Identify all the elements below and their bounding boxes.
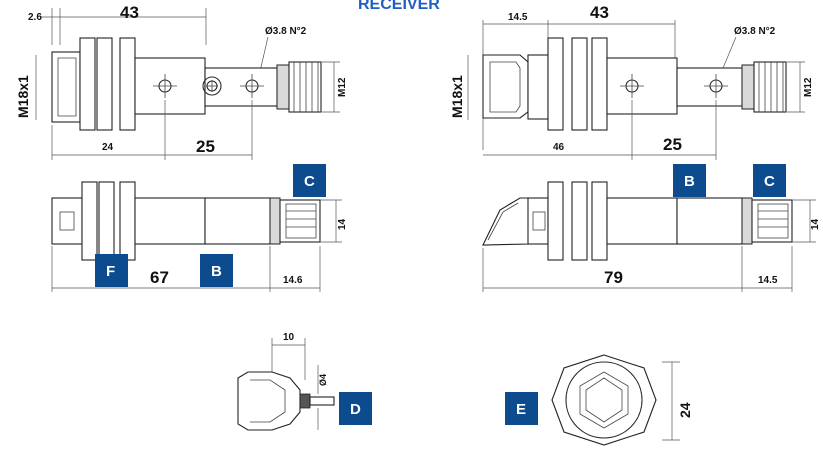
badge-c-right-label: C (764, 173, 775, 190)
badge-c-left: C (293, 164, 326, 197)
dim-25-right: 25 (663, 135, 682, 154)
badge-f-label: F (106, 263, 115, 280)
sensor-right-top-view: 14.5 43 Ø3.8 N°2 M18x1 M12 46 2 (449, 3, 814, 160)
wrench-size-24: 24 (677, 402, 693, 418)
badge-b-left: B (200, 254, 233, 287)
dim-25-left: 25 (196, 137, 215, 156)
badge-d-label: D (350, 401, 361, 418)
badge-b-left-label: B (211, 263, 222, 280)
badge-c-left-label: C (304, 173, 315, 190)
dim-79: 79 (604, 268, 623, 287)
dim-14-left: 14 (337, 218, 348, 230)
badge-e: E (505, 392, 538, 425)
thread-m18-left: M18x1 (15, 75, 31, 118)
hole-callout-right: Ø3.8 N°2 (734, 26, 776, 37)
dim-46: 46 (553, 142, 565, 153)
dim-2-6: 2.6 (28, 12, 42, 23)
detail-e-drawing: 24 (551, 354, 693, 446)
page-title: RECEIVER (358, 0, 440, 13)
dim-d4: Ø4 (318, 374, 328, 386)
badge-b-right-label: B (684, 173, 695, 190)
dim-24: 24 (102, 142, 114, 153)
dim-14-5-top: 14.5 (508, 12, 528, 23)
badge-b-right: B (673, 164, 706, 197)
badge-f: F (95, 254, 128, 287)
detail-d-drawing: 10 Ø4 (237, 332, 335, 431)
dim-43-right: 43 (590, 3, 609, 22)
sensor-left-side-view: 14 67 14.6 (51, 181, 348, 292)
dim-14-5-bottom: 14.5 (758, 275, 778, 286)
dim-14-6: 14.6 (283, 275, 303, 286)
thread-m12-right: M12 (803, 77, 814, 97)
hole-callout-left: Ø3.8 N°2 (265, 26, 307, 37)
thread-m18-right: M18x1 (449, 75, 465, 118)
sensor-right-side-view: 14 79 14.5 (482, 181, 821, 292)
badge-c-right: C (753, 164, 786, 197)
dim-10: 10 (283, 332, 295, 343)
badge-e-label: E (516, 401, 526, 418)
thread-m12-left: M12 (337, 77, 348, 97)
sensor-left-top-view: 2.6 43 Ø3.8 N°2 M18x1 M1 (15, 3, 348, 160)
dim-67: 67 (150, 268, 169, 287)
badge-d: D (339, 392, 372, 425)
dim-43-left: 43 (120, 3, 139, 22)
dim-14-right: 14 (810, 218, 821, 230)
